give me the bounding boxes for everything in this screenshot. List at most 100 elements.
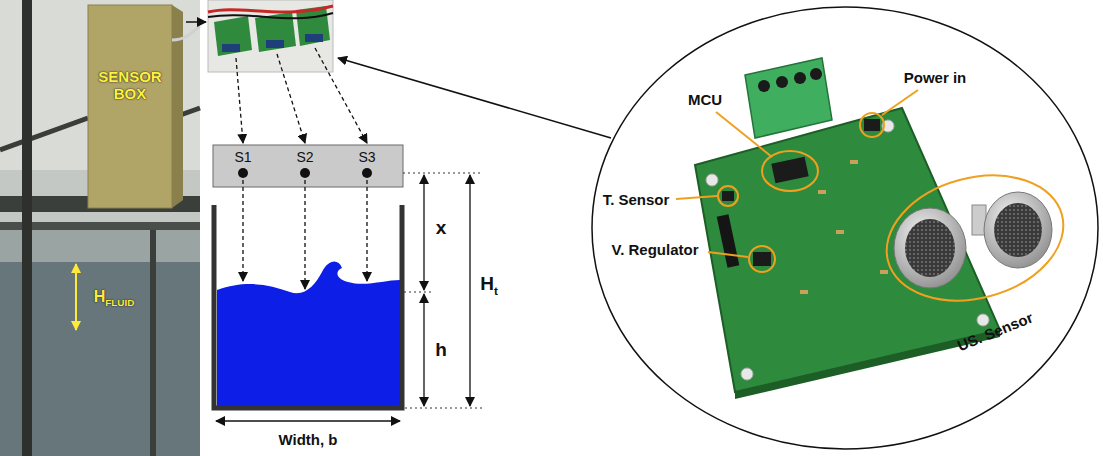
boards-photo — [208, 0, 333, 72]
cable — [172, 26, 200, 40]
boards-photo — [305, 34, 323, 42]
chips — [753, 252, 771, 266]
highlight-marks — [708, 252, 748, 257]
boards-photo — [266, 40, 284, 48]
dimension-label: x — [436, 217, 447, 239]
pcb-board — [880, 270, 888, 274]
terminal-block — [776, 76, 788, 88]
callout-arrow — [338, 58, 611, 138]
boards-photo — [214, 16, 252, 56]
callout-outline — [590, 5, 1100, 451]
callout-circle: Power in MCU T. Sensor V. RegulatorUS. Sens… — [590, 5, 1100, 451]
sensor-name: S3 — [358, 149, 375, 165]
ultrasonic-sensor — [984, 192, 1052, 268]
sensor-name: S2 — [296, 149, 313, 165]
dimension-arrows — [216, 420, 400, 421]
chips — [771, 157, 808, 184]
terminal-block — [758, 80, 770, 92]
sensor-arrows — [315, 48, 367, 143]
boards-photo — [208, 0, 333, 72]
pcb-board — [706, 174, 718, 186]
dimension-label: Ht — [480, 273, 498, 297]
ultrasonic-sensor — [994, 203, 1042, 257]
echo-arrows — [243, 180, 367, 289]
part-label: MCU — [688, 91, 722, 108]
sensor-arrows — [236, 48, 367, 143]
pointer-arrow — [186, 21, 206, 23]
dimension-arrows — [423, 294, 424, 406]
highlight-marks — [882, 90, 918, 115]
terminal-block — [794, 72, 806, 84]
part-label: US. Sensor — [955, 309, 1036, 355]
dimension-lines — [403, 173, 482, 174]
dimension-lines — [405, 408, 482, 409]
sensor-dot — [238, 168, 248, 178]
lab-photo — [0, 118, 88, 150]
ultrasonic-sensor — [894, 208, 966, 288]
lab-photo — [0, 0, 200, 456]
pcb-board — [717, 214, 740, 267]
highlight-marks — [762, 151, 818, 191]
terminal-block — [810, 68, 822, 80]
sensor-name: S1 — [234, 149, 251, 165]
pcb-board — [850, 160, 858, 164]
fluid-height-arrow — [75, 264, 77, 330]
dimension-lines — [404, 292, 434, 293]
tank-wall — [214, 205, 402, 408]
subscript: FLUID — [105, 297, 134, 308]
highlight-marks — [716, 112, 772, 157]
pcb-board — [741, 368, 753, 380]
liquid — [217, 262, 400, 406]
sensor-dot — [362, 168, 372, 178]
echo-arrows — [304, 180, 305, 289]
highlight-marks — [676, 196, 717, 199]
lab-photo — [150, 230, 156, 456]
boards-photo — [208, 13, 333, 18]
sensor-arrows — [277, 54, 305, 143]
sensor-dot — [238, 168, 372, 178]
pcb-board — [695, 108, 1000, 392]
sensor-bar: S1 S2 S3 — [213, 145, 403, 187]
boards-photo — [208, 6, 333, 12]
sensor-dot — [300, 168, 310, 178]
chips — [722, 191, 734, 201]
dimension-lines — [403, 173, 482, 408]
highlight-marks — [676, 90, 1077, 319]
highlight-marks — [873, 157, 1078, 319]
sensor-arrows — [236, 58, 243, 143]
dimension-arrows — [423, 175, 424, 290]
main-part: H — [480, 273, 494, 294]
sensor-box-housing — [172, 5, 183, 208]
ultrasonic-sensor — [894, 192, 1052, 288]
pcb-board — [818, 190, 826, 194]
pcb-board — [800, 290, 808, 294]
chips — [722, 119, 880, 266]
pcb-board — [836, 230, 844, 234]
boards-photo — [222, 44, 240, 52]
highlight-marks — [749, 246, 775, 272]
dimension-arrows — [469, 175, 470, 406]
main-part: H — [94, 288, 106, 305]
chips — [864, 119, 880, 131]
dimension-arrows — [216, 175, 470, 421]
highlight-marks — [718, 186, 738, 206]
pcb-board — [695, 108, 1000, 399]
part-label: T. Sensor — [603, 191, 670, 208]
lab-photo — [22, 0, 32, 456]
dimension-label: Width, b — [278, 431, 337, 448]
sensor-box-housing — [88, 5, 172, 208]
highlight-marks — [860, 113, 884, 137]
sensor-box-housing — [88, 5, 200, 208]
terminal-block — [745, 58, 832, 138]
dimension-label: HFLUID — [94, 288, 135, 309]
terminal-block — [745, 58, 832, 138]
part-label: V. Regulator — [612, 241, 699, 258]
sensor-box: SENSOR BOX — [88, 5, 172, 208]
dimension-label: h — [435, 339, 447, 361]
subscript: t — [494, 284, 498, 297]
sensor-bar-fill — [213, 145, 403, 187]
callout-ellipse — [592, 7, 1098, 449]
part-label: Power in — [904, 69, 967, 86]
